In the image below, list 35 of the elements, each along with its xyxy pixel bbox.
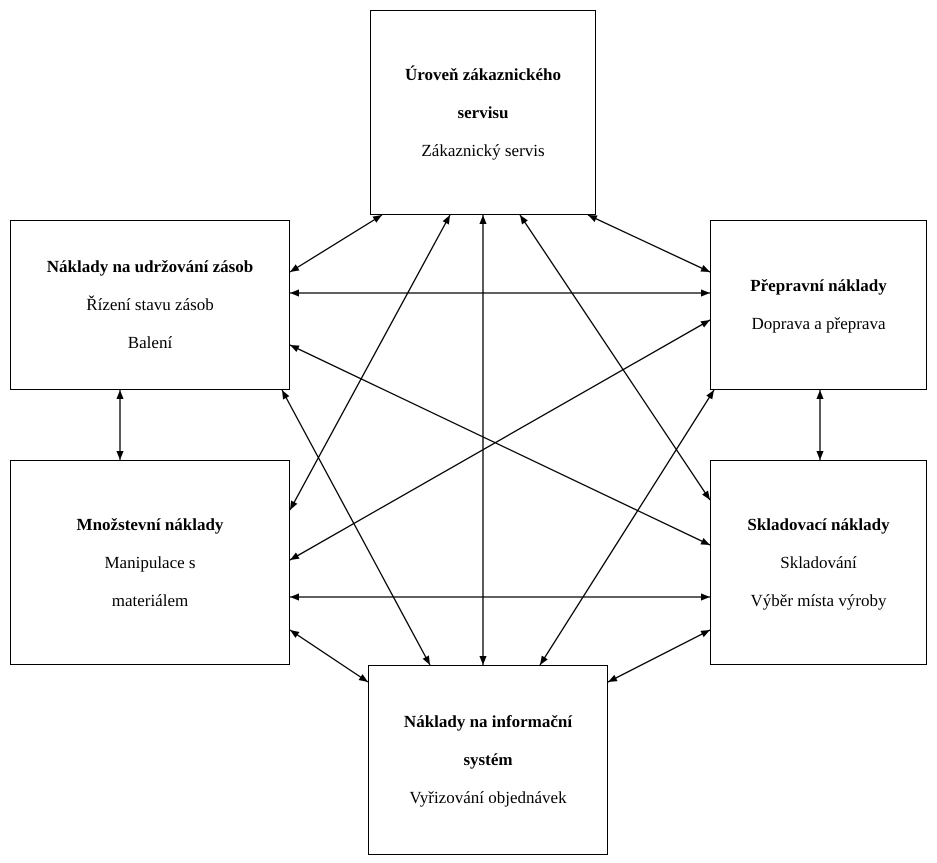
box-text: Vyřizování objednávek bbox=[409, 787, 567, 809]
box-text: Balení bbox=[128, 332, 172, 354]
box-heading: Množstevní náklady bbox=[76, 514, 224, 536]
box-heading: Náklady na informační systém bbox=[402, 711, 574, 771]
box-text: Manipulace s materiálem bbox=[103, 552, 197, 612]
double-arrow bbox=[539, 390, 715, 666]
box-text: Zákaznický servis bbox=[421, 140, 545, 162]
double-arrow bbox=[519, 214, 711, 500]
box-text: Řízení stavu zásob bbox=[86, 294, 214, 316]
box-text: Doprava a přeprava bbox=[751, 313, 886, 335]
cost-box bbox=[710, 220, 927, 390]
double-arrow bbox=[479, 215, 487, 665]
cost-box bbox=[368, 665, 608, 855]
box-heading: Náklady na udržování zásob bbox=[46, 256, 254, 278]
double-arrow bbox=[290, 629, 368, 683]
double-arrow bbox=[290, 289, 710, 297]
double-arrow bbox=[290, 319, 710, 561]
double-arrow bbox=[588, 214, 710, 273]
box-heading: Úroveň zákaznického servisu bbox=[404, 64, 562, 124]
double-arrow bbox=[289, 214, 451, 510]
double-arrow bbox=[281, 390, 431, 666]
double-arrow bbox=[816, 390, 824, 460]
double-arrow bbox=[608, 629, 710, 683]
double-arrow bbox=[290, 593, 710, 601]
box-heading: Skladovací náklady bbox=[747, 514, 890, 536]
box-text: Výběr místa výroby bbox=[750, 590, 886, 612]
double-arrow bbox=[116, 390, 124, 460]
double-arrow bbox=[290, 214, 382, 273]
cost-box bbox=[710, 460, 927, 665]
cost-box bbox=[370, 10, 596, 215]
double-arrow bbox=[290, 344, 710, 546]
cost-box bbox=[10, 220, 290, 390]
box-heading: Přepravní náklady bbox=[750, 275, 887, 297]
cost-box bbox=[10, 460, 290, 665]
box-text: Skladování bbox=[780, 552, 857, 574]
